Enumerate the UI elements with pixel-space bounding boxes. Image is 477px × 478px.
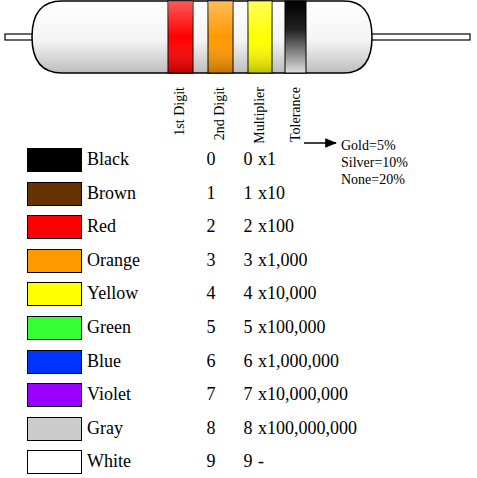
table-cell: 5 (207, 318, 216, 338)
table-cell: 2 (207, 217, 216, 237)
table-cell: 8 (244, 419, 253, 439)
color-swatch (27, 148, 82, 172)
color-swatch (27, 350, 82, 374)
tolerance-note: None=20% (341, 172, 405, 187)
color-swatch (27, 249, 82, 273)
color-swatch (27, 450, 82, 474)
band-label: Tolerance (288, 87, 303, 142)
color-name: Brown (87, 184, 136, 204)
color-name: Yellow (87, 284, 138, 304)
color-swatch (27, 417, 82, 441)
tolerance-note: Gold=5% (341, 138, 396, 153)
table-cell: x100 (258, 217, 294, 237)
band-label: Multiplier (252, 87, 267, 144)
color-swatch (27, 182, 82, 206)
color-name: Blue (87, 352, 121, 372)
resistor-body (32, 1, 372, 73)
color-name: Black (87, 150, 129, 170)
color-name: White (87, 452, 131, 472)
color-swatch (27, 383, 82, 407)
color-swatch (27, 282, 82, 306)
table-cell: x10 (258, 184, 285, 204)
color-swatch (27, 316, 82, 340)
table-cell: 9 (244, 452, 253, 472)
color-name: Red (87, 217, 116, 237)
table-cell: x10,000,000 (258, 385, 348, 405)
table-cell: 5 (244, 318, 253, 338)
table-cell: 3 (207, 251, 216, 271)
table-cell: x1 (258, 150, 276, 170)
table-cell: 2 (244, 217, 253, 237)
table-cell: 3 (244, 251, 253, 271)
color-name: Green (87, 318, 131, 338)
table-cell: 6 (244, 352, 253, 372)
tolerance-arrow (304, 143, 336, 144)
table-cell: 0 (244, 150, 253, 170)
table-cell: 9 (207, 452, 216, 472)
color-swatch (27, 215, 82, 239)
band-label: 2nd Digit (212, 87, 227, 140)
color-name: Violet (87, 385, 131, 405)
table-cell: 7 (244, 385, 253, 405)
color-name: Gray (87, 419, 123, 439)
table-cell: 7 (207, 385, 216, 405)
table-cell: x100,000 (258, 318, 326, 338)
band-label: 1st Digit (172, 87, 187, 136)
table-cell: - (258, 452, 264, 472)
table-cell: x10,000 (258, 284, 317, 304)
table-cell: x1,000 (258, 251, 308, 271)
color-name: Orange (87, 251, 140, 271)
table-cell: 1 (244, 184, 253, 204)
tolerance-note: Silver=10% (341, 155, 408, 170)
table-cell: x1,000,000 (258, 352, 339, 372)
table-cell: 6 (207, 352, 216, 372)
table-cell: 4 (244, 284, 253, 304)
table-cell: 4 (207, 284, 216, 304)
table-cell: x100,000,000 (258, 419, 357, 439)
table-cell: 8 (207, 419, 216, 439)
table-cell: 0 (207, 150, 216, 170)
table-cell: 1 (207, 184, 216, 204)
